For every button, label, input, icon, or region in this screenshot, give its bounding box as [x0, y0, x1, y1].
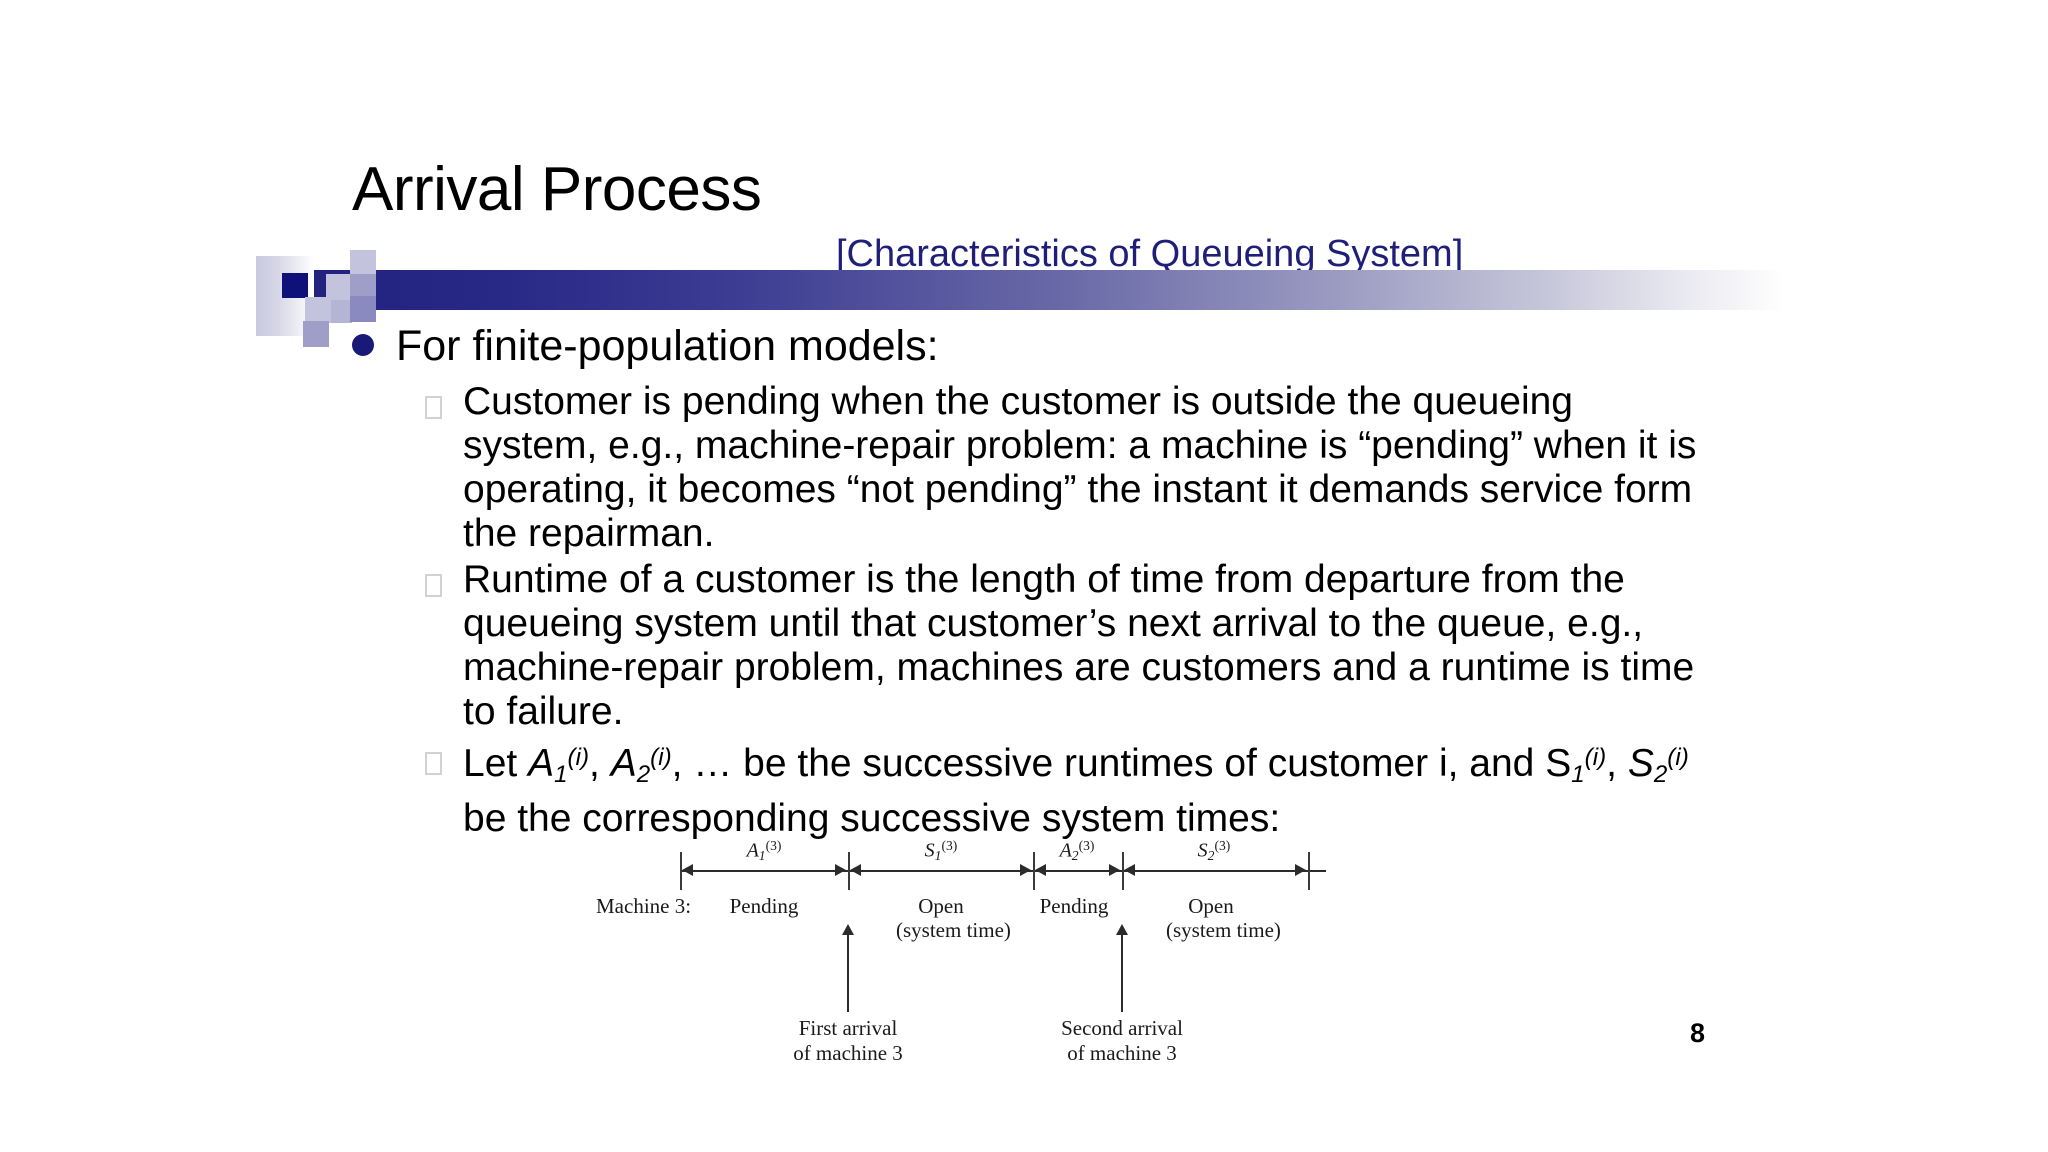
span-label-sup: (3): [1214, 838, 1231, 853]
notation-symbol-s2-sub: 2: [1653, 760, 1668, 788]
notation-symbol-s1-sub: 1: [1571, 760, 1585, 788]
span-label-sub: 2: [1071, 848, 1079, 864]
decor-square-slate: [350, 296, 376, 322]
bullet-item-notation-definition: Let A1(i), A2(i), … be the successive ru…: [0, 736, 2048, 841]
state-line-1: Open: [1188, 894, 1234, 918]
timeline-tick-4: [1308, 852, 1310, 890]
arrival-callout-line-2: of machine 3: [793, 1041, 903, 1065]
timeline-span-label-s2: S2(3): [1174, 838, 1254, 864]
timeline-tick-0: [680, 852, 682, 890]
span-label-sup: (3): [1078, 838, 1095, 853]
span-label-base: A: [746, 839, 759, 862]
bullet-level1-label: For finite-population models:: [396, 322, 939, 370]
notation-symbol-a1-sup: (i): [567, 744, 590, 771]
notation-symbol-a1-base: A: [528, 742, 555, 786]
timeline-arrow-a2-right: [1109, 864, 1120, 876]
timeline-figure: A1(3) S1(3) A2(3) S2(3) Machine 3: Pendi…: [596, 838, 1426, 1065]
bullet-level2-label: Runtime of a customer is the length of t…: [463, 558, 1695, 733]
arrival-callout-1: First arrival of machine 3: [772, 1016, 924, 1066]
notation-prefix: Let: [463, 742, 529, 786]
arrival-callout-line-1: Second arrival: [1061, 1016, 1183, 1040]
notation-suffix: be the corresponding successive system t…: [463, 796, 1281, 840]
span-label-sup: (3): [765, 838, 782, 853]
span-label-sub: 1: [758, 848, 766, 864]
decor-square-periwinkle-b: [326, 274, 352, 300]
arrival-callout-line-2: of machine 3: [1067, 1041, 1177, 1065]
notation-symbol-a2-sub: 2: [636, 760, 651, 788]
notation-symbol-s2-base: S: [1627, 742, 1654, 786]
slide-subtitle: [Characteristics of Queueing System]: [836, 233, 1464, 275]
arrival-callout-2: Second arrival of machine 3: [1043, 1016, 1201, 1066]
span-label-sub: 2: [1207, 848, 1215, 864]
decor-square-periwinkle-f: [350, 274, 376, 297]
bullet-dot-icon: [352, 334, 374, 356]
state-line-1: Pending: [1039, 894, 1109, 918]
bullet-level2-notation: Let A1(i), A2(i), … be the successive ru…: [463, 736, 1713, 841]
timeline-arrow-s1-right: [1020, 864, 1031, 876]
notation-mid-1: ,: [589, 742, 611, 786]
notation-symbol-a2-base: A: [610, 742, 637, 786]
notation-symbol-a2-sup: (i): [650, 744, 672, 771]
state-line-1: Open: [918, 894, 964, 918]
timeline-arrow-s2-left: [1124, 864, 1135, 876]
header-decoration-band: [0, 250, 2048, 347]
timeline-arrow-a1-right: [835, 864, 846, 876]
timeline-state-open-1: Open (system time): [896, 894, 1011, 942]
span-label-base: S: [924, 839, 935, 862]
notation-symbol-s2-sup: (i): [1667, 744, 1689, 771]
timeline-state-pending-1: Pending: [724, 894, 804, 918]
span-label-sub: 1: [934, 848, 942, 864]
timeline-state-pending-2: Pending: [1034, 894, 1114, 918]
timeline-arrow-a1-left: [682, 864, 693, 876]
timeline-tick-1: [848, 852, 850, 890]
span-label-base: A: [1059, 839, 1072, 862]
timeline-arrow-s2-right: [1295, 864, 1306, 876]
state-line-1: Pending: [729, 894, 799, 918]
span-label-base: S: [1197, 839, 1208, 862]
decor-square-navy: [282, 273, 308, 298]
timeline-tick-2: [1033, 852, 1035, 890]
arrival-pointer-head-2: [1116, 924, 1128, 935]
bullet-item-level1: For finite-population models:: [0, 318, 2048, 374]
decor-square-periwinkle-e: [350, 250, 376, 275]
arrival-callout-line-1: First arrival: [798, 1016, 898, 1040]
bullet-item-runtime-definition: Runtime of a customer is the length of t…: [0, 558, 2048, 734]
arrival-pointer-line-2: [1121, 934, 1123, 1012]
notation-symbol-s1-base: S: [1545, 742, 1572, 786]
gradient-bar: [296, 270, 1784, 310]
timeline-arrow-a2-left: [1035, 864, 1046, 876]
state-line-2: (system time): [896, 918, 1011, 942]
page-number: 8: [1690, 1018, 1706, 1048]
bullet-level2-label: Customer is pending when the customer is…: [463, 380, 1697, 555]
timeline-row-label: Machine 3:: [596, 894, 692, 918]
decor-square-periwinkle-c: [305, 297, 331, 323]
timeline-arrow-s1-left: [850, 864, 861, 876]
square-bullet-icon: [425, 574, 442, 597]
timeline-axis: [680, 870, 1326, 872]
arrival-pointer-line-1: [847, 934, 849, 1012]
square-bullet-icon: [425, 752, 442, 775]
page-title: Arrival Process: [352, 155, 762, 224]
notation-mid-2: , … be the successive runtimes of custom…: [671, 742, 1546, 786]
arrival-pointer-head-1: [842, 924, 854, 935]
timeline-span-label-a1: A1(3): [724, 838, 804, 864]
notation-symbol-a1-sub: 1: [554, 760, 568, 788]
square-bullet-icon: [425, 396, 442, 419]
state-line-2: (system time): [1166, 918, 1281, 942]
slide-body: For finite-population models: Customer i…: [0, 318, 2048, 843]
timeline-span-label-a2: A2(3): [1037, 838, 1117, 864]
notation-symbol-s1-sup: (i): [1584, 744, 1607, 771]
notation-mid-3: ,: [1606, 742, 1628, 786]
timeline-tick-3: [1122, 852, 1124, 890]
timeline-span-label-s1: S1(3): [901, 838, 981, 864]
gradient-bar-tail: [1784, 270, 2048, 310]
decor-square-periwinkle-d: [303, 321, 329, 347]
span-label-sup: (3): [941, 838, 958, 853]
timeline-state-open-2: Open (system time): [1166, 894, 1281, 942]
bullet-item-pending-definition: Customer is pending when the customer is…: [0, 380, 2048, 556]
